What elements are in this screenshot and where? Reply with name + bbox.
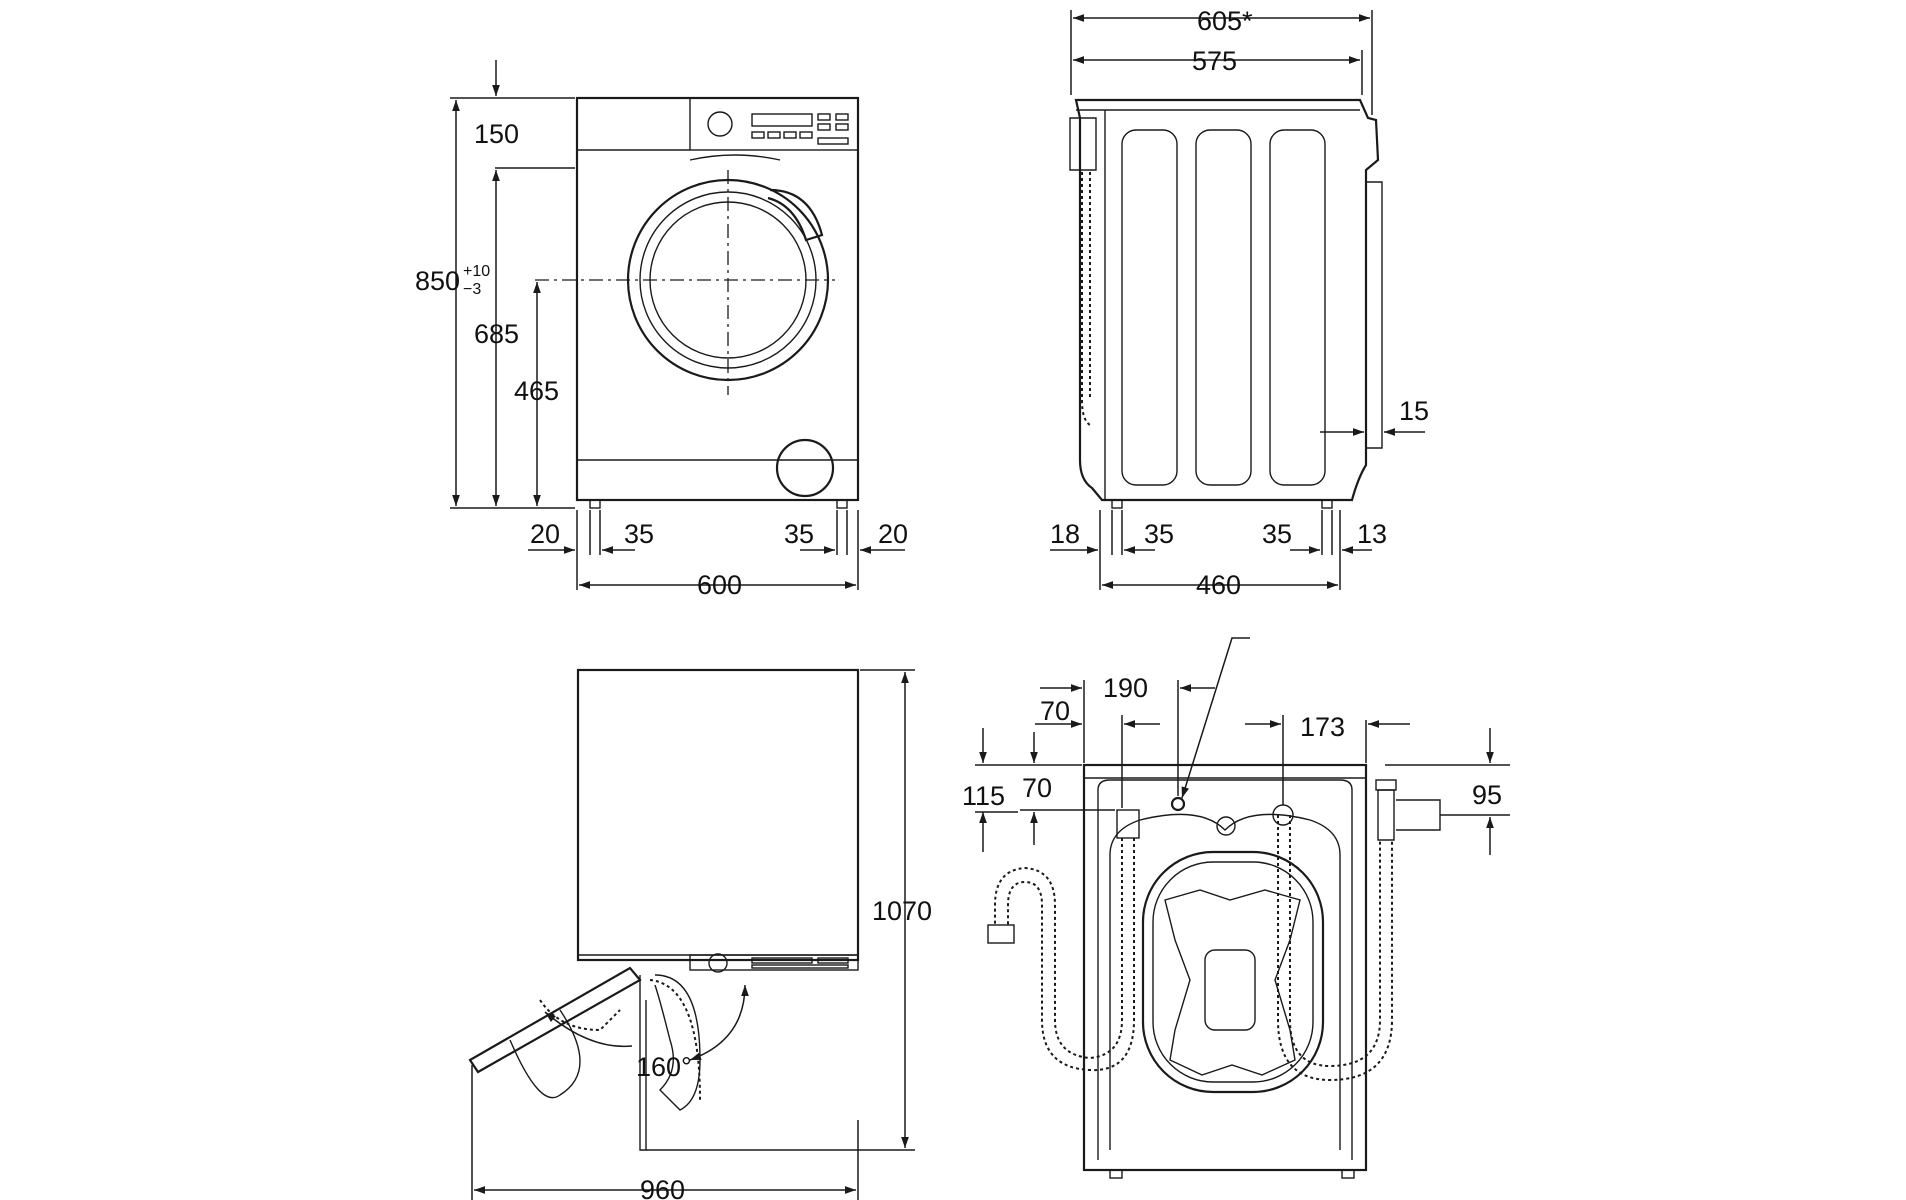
door-open-height-label: 1070: [872, 896, 932, 926]
inlet-height-label: 95: [1472, 780, 1502, 810]
panel-buttons: [751, 113, 849, 145]
body-depth-label: 575: [1192, 46, 1237, 76]
foot-left-width-label: 35: [624, 519, 654, 549]
side-panel: [1195, 129, 1252, 486]
height-tolerance-upper: +10: [463, 263, 490, 280]
foot-right-offset-label: 20: [878, 519, 908, 549]
width-label: 600: [697, 570, 742, 600]
door-top-height-label: 685: [474, 319, 519, 349]
side-cabinet: [1074, 98, 1380, 502]
side-view: 605* 575 15 18 35 35 13 460: [1050, 6, 1429, 600]
drain-outlet: [1116, 809, 1140, 839]
front-view: 850 +10 −3 150 685 465 20 35 35 20 600: [415, 60, 908, 600]
rear-connection: [1170, 796, 1186, 812]
height-tolerance-lower: −3: [463, 281, 481, 298]
control-panel: [689, 97, 859, 151]
inlet-valve: [1396, 799, 1441, 831]
foot-right-width-label: 35: [784, 519, 814, 549]
filter-cover: [775, 438, 835, 498]
drain-hose-end: [987, 924, 1015, 944]
hose-holder: [1069, 117, 1097, 171]
control-panel-height-label: 150: [474, 119, 519, 149]
inlet-valve-stem: [1377, 789, 1395, 841]
tub-center: [1204, 949, 1256, 1031]
leader-line: [1181, 637, 1250, 799]
foot: [1321, 499, 1333, 509]
drain-to-edge-label: 70: [1040, 696, 1070, 726]
rear-cabinet: [1082, 763, 1368, 1172]
display: [751, 113, 813, 127]
door-center-height-label: 465: [514, 376, 559, 406]
side-panel: [1121, 129, 1178, 486]
drain-hose: [994, 838, 1123, 1060]
door-angle-arc: [689, 984, 749, 1061]
foot-rear-offset-label: 13: [1357, 519, 1387, 549]
door-profile: [1366, 181, 1383, 449]
foot-front-width-label: 35: [1144, 519, 1174, 549]
rear-panel: [1097, 779, 1353, 1160]
foot-spacing-label: 460: [1196, 570, 1241, 600]
top-cabinet: [576, 668, 860, 962]
tub-outline: [1141, 850, 1325, 1094]
height-label: 850: [415, 266, 460, 296]
foot: [1111, 499, 1123, 509]
door-hinge: [639, 975, 647, 1151]
side-panel: [1269, 129, 1326, 486]
overall-depth-label: 605*: [1197, 6, 1253, 36]
foot-rear-width-label: 35: [1262, 519, 1292, 549]
top-control-panel: [689, 954, 859, 971]
rear-port-center: [1216, 816, 1236, 836]
drain-hose-side: [1081, 172, 1091, 426]
drain-height-label: 115: [962, 781, 1005, 811]
door-open-depth-label: 960: [640, 1175, 685, 1200]
inlet-hose: [1277, 815, 1393, 1082]
door-protrusion-label: 15: [1399, 396, 1429, 426]
top-view: 160° 1070 960: [468, 668, 932, 1200]
inlet-from-side-label: 173: [1300, 712, 1345, 742]
rear-view: 190 70 173 115 70 95: [962, 637, 1510, 1179]
program-knob: [707, 111, 733, 137]
drain-from-side-label: 190: [1103, 673, 1148, 703]
front-cabinet: [575, 96, 860, 502]
foot-left-offset-label: 20: [530, 519, 560, 549]
drain-from-top-label: 70: [1022, 773, 1052, 803]
tub-cross: [1164, 889, 1301, 1076]
foot: [589, 499, 601, 509]
door-handle: [767, 188, 824, 242]
foot: [836, 499, 848, 509]
door-glass-open: [509, 1009, 581, 1099]
door-angle-label: 160°: [636, 1052, 692, 1082]
foot-front-offset-label: 18: [1050, 519, 1080, 549]
